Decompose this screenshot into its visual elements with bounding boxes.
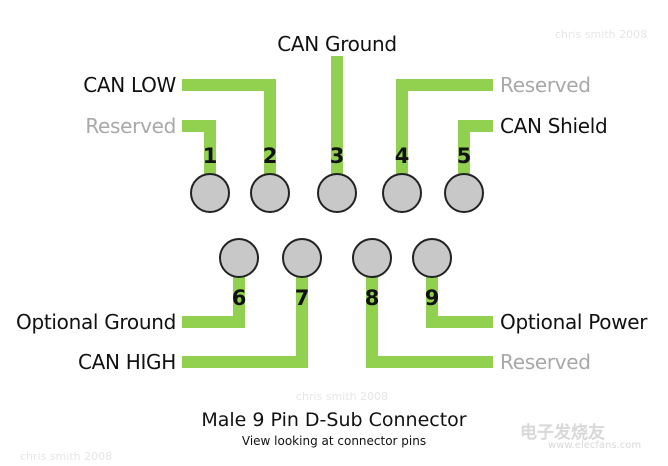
pin-4-label: Reserved [500,73,591,97]
site-logo-url: www.elecfans.com [548,440,642,451]
pin-number-6: 6 [231,286,247,310]
pin-number-2: 2 [262,144,278,168]
pin-number-3: 3 [329,144,345,168]
pin-5-contact [444,173,484,213]
pin-3-label: CAN Ground [277,32,397,56]
pin-9-contact [412,238,452,278]
pin-8-contact [352,238,392,278]
wire-pin-2 [182,79,276,178]
pin-2-contact [250,173,290,213]
pin-number-8: 8 [364,286,380,310]
pin-3-contact [317,173,357,213]
site-logo: 电子发烧友 [520,423,605,443]
pin-4-contact [382,173,422,213]
wire-pin-1 [182,120,216,178]
pin-6-contact [219,238,259,278]
pin-number-9: 9 [424,286,440,310]
pin-number-5: 5 [456,144,472,168]
pin-1-label: Reserved [85,114,176,138]
wire-pin-8 [366,258,493,368]
pin-8-label: Reserved [500,350,591,374]
diagram-subtitle: View looking at connector pins [241,434,427,448]
pin-6-label: Optional Ground [16,310,176,334]
pin-9-label: Optional Power [500,310,648,334]
wire-pin-6 [182,258,245,328]
diagram-title: Male 9 Pin D-Sub Connector [201,409,467,431]
pin-number-4: 4 [394,144,410,168]
wire-pin-5 [458,120,493,178]
wire-pin-9 [426,258,493,328]
pin-5-label: CAN Shield [500,114,608,138]
pin-7-contact [282,238,322,278]
pin-1-contact [190,173,230,213]
pin-number-7: 7 [294,286,310,310]
pin-2-label: CAN LOW [83,73,176,97]
watermark-top: chris smith 2008 [555,28,648,41]
pin-7-label: CAN HIGH [77,350,176,374]
wire-pin-4 [396,79,493,178]
watermark-middle: chris smith 2008 [296,390,389,403]
watermark-bottom: chris smith 2008 [20,450,113,463]
pin-number-1: 1 [202,144,218,168]
wire-pin-7 [182,258,308,368]
